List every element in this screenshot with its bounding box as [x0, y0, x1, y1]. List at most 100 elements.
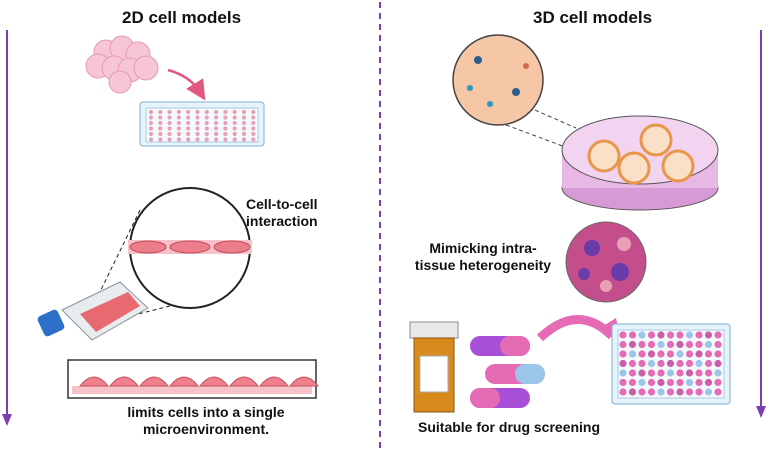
heterogeneity-label-line1: Mimicking intra-: [429, 240, 537, 256]
plate-well: [638, 350, 646, 358]
plate-well: [647, 378, 656, 387]
plate-well: [167, 120, 172, 126]
plate-well: [232, 120, 237, 126]
plate-well: [195, 137, 200, 142]
plate-well: [195, 126, 200, 131]
plate-well: [628, 388, 637, 396]
curved-arrow-icon: [167, 68, 206, 101]
plate-well: [186, 137, 191, 142]
plate-well: [241, 115, 247, 120]
monolayer-caption: limits cells into a single microenvironm…: [110, 404, 302, 438]
monolayer-cell: [288, 376, 320, 387]
plate-well: [241, 126, 247, 131]
monolayer-cell: [198, 376, 230, 387]
drug-screening-label: Suitable for drug screening: [418, 419, 601, 435]
plate-well: [232, 109, 237, 115]
plate-well: [223, 137, 228, 142]
plate-well: [176, 131, 181, 137]
plate-well: [676, 359, 684, 368]
plate-well: [241, 120, 247, 126]
monolayer-cell: [168, 376, 200, 387]
plate-well: [666, 388, 675, 396]
plate-well: [223, 131, 228, 137]
plate-well: [695, 369, 703, 377]
plate-well: [685, 331, 694, 339]
plate-well: [714, 350, 722, 358]
monolayer-cell: [138, 376, 170, 387]
plate-well: [186, 120, 191, 126]
plate-well: [685, 388, 694, 396]
plate-well: [676, 340, 684, 349]
plate-well: [619, 350, 627, 358]
plate-well: [176, 137, 181, 142]
plate-well: [158, 131, 163, 137]
plate-well: [666, 331, 675, 339]
plate-well: [241, 137, 247, 142]
left-timeline-arrow: [2, 30, 12, 426]
plate-well: [647, 350, 656, 358]
plate-well: [628, 359, 637, 368]
plate-well: [214, 131, 219, 137]
plate-well: [704, 388, 713, 396]
plate-well: [695, 378, 703, 387]
plate-well: [638, 340, 646, 349]
plate-well: [195, 120, 200, 126]
plate-well: [619, 388, 627, 396]
plate-well: [657, 340, 665, 349]
culture-flask-icon: [37, 281, 149, 341]
plate-well: [657, 359, 665, 368]
plate-well: [195, 109, 200, 115]
plate-well: [647, 340, 656, 349]
plate-well: [214, 115, 219, 120]
plate-well: [647, 388, 656, 396]
plate-well: [176, 115, 181, 120]
plate-well: [241, 131, 247, 137]
plate-well: [628, 350, 637, 358]
plate-well: [204, 115, 209, 120]
plate-well: [167, 115, 172, 120]
screening-plate-icon: [611, 323, 731, 405]
plate-well: [676, 331, 684, 339]
plate-well: [251, 126, 256, 131]
plate-well: [148, 120, 154, 126]
capsules-icon: [470, 336, 545, 408]
plate-well: [685, 369, 694, 377]
plate-well: [704, 350, 713, 358]
plate-well: [167, 137, 172, 142]
plate-well: [176, 126, 181, 131]
plate-well: [204, 131, 209, 137]
monolayer-cell: [228, 376, 260, 387]
plate-well: [148, 109, 154, 115]
plate-well: [204, 120, 209, 126]
pill-bottle-icon: [409, 321, 459, 413]
monolayer-cell: [78, 376, 110, 387]
title-2d-models: 2D cell models: [122, 8, 242, 27]
plate-well: [251, 137, 256, 142]
plate-well: [619, 331, 627, 339]
plate-well: [619, 359, 627, 368]
plate-well: [214, 109, 219, 115]
plate-well: [223, 109, 228, 115]
interaction-label: Cell-to-cell interaction: [246, 196, 318, 230]
plate-well: [251, 120, 256, 126]
plate-well: [232, 131, 237, 137]
plate-well: [167, 126, 172, 131]
plate-well: [714, 340, 722, 349]
plate-well: [647, 369, 656, 377]
plate-well: [638, 378, 646, 387]
plate-well: [676, 378, 684, 387]
plate-well: [148, 126, 154, 131]
plate-well: [158, 109, 163, 115]
plate-well: [628, 331, 637, 339]
plate-well: [204, 137, 209, 142]
plate-well: [647, 359, 656, 368]
plate-well: [148, 115, 154, 120]
plate-well: [657, 378, 665, 387]
plate-well: [158, 120, 163, 126]
magnified-cell-view: [95, 187, 252, 319]
well-plate-icon: [139, 101, 265, 147]
plate-well: [619, 340, 627, 349]
plate-well: [638, 331, 646, 339]
plate-well: [666, 369, 675, 377]
plate-well: [158, 115, 163, 120]
